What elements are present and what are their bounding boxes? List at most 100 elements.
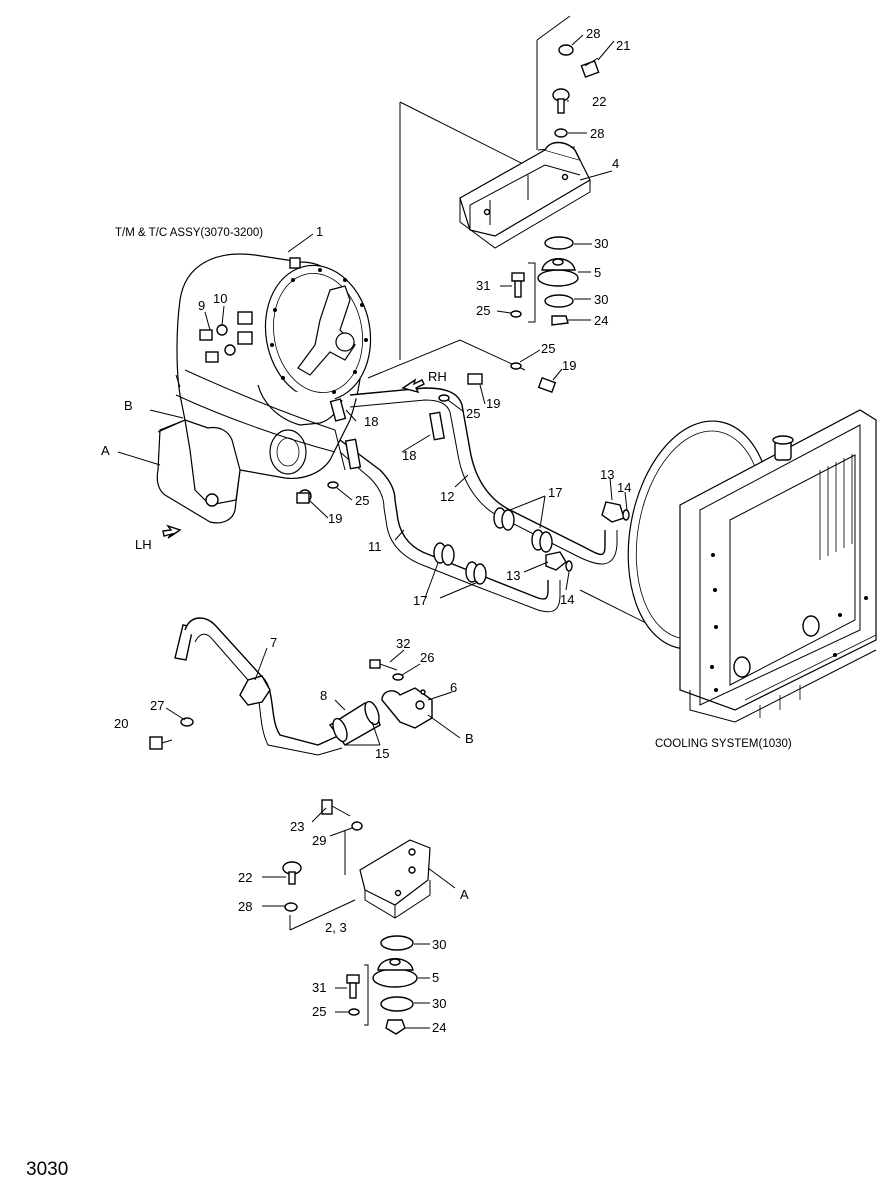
callout-1: 1 — [316, 224, 323, 239]
title-tm-tc-assy: T/M & T/C ASSY(3070-3200) — [115, 227, 263, 239]
leader-lines — [117, 34, 628, 1029]
callout-17: 17 — [548, 485, 562, 500]
direction-lh: LH — [135, 537, 152, 552]
pad-30-icon — [380, 996, 414, 1012]
bolt-31-icon — [511, 272, 525, 298]
callout-10: 10 — [213, 291, 227, 306]
washer-28-icon — [554, 128, 568, 138]
view-label-b-lower: B — [465, 731, 474, 746]
callout-22: 22 — [238, 870, 252, 885]
pad-30-icon — [380, 935, 414, 951]
upper-mount-group — [459, 15, 600, 326]
bolt-19-icon — [296, 492, 310, 504]
bracket-2-3-icon — [359, 839, 431, 919]
callout-30: 30 — [432, 937, 446, 952]
view-label-a-lower: A — [460, 887, 469, 902]
callout-2-3: 2, 3 — [325, 920, 347, 935]
callout-19: 19 — [328, 511, 342, 526]
callout-15: 15 — [375, 746, 389, 761]
view-label-b-top: B — [124, 398, 133, 413]
callout-5: 5 — [594, 265, 601, 280]
washer-27-icon — [180, 717, 194, 727]
callout-28: 28 — [586, 26, 600, 41]
callout-28: 28 — [590, 126, 604, 141]
callout-25: 25 — [541, 341, 555, 356]
transmission-assembly — [156, 253, 372, 524]
callout-11: 11 — [368, 539, 382, 554]
callout-18: 18 — [402, 448, 416, 463]
leader-transmission-bracket — [367, 101, 546, 379]
rivet-22-icon — [552, 88, 570, 114]
view-label-a-top: A — [101, 443, 110, 458]
callout-32: 32 — [396, 636, 410, 651]
callout-25: 25 — [476, 303, 490, 318]
washer-28-icon — [558, 44, 574, 56]
callout-17: 17 — [413, 593, 427, 608]
flange-6-icon — [381, 687, 433, 729]
rh-arrow — [401, 378, 425, 394]
callout-19: 19 — [562, 358, 576, 373]
callout-27: 27 — [150, 698, 164, 713]
callout-23: 23 — [290, 819, 304, 834]
callout-24: 24 — [432, 1020, 446, 1035]
callout-30: 30 — [594, 236, 608, 251]
callout-25: 25 — [312, 1004, 326, 1019]
callout-31: 31 — [312, 980, 326, 995]
mount-5-icon — [372, 958, 418, 988]
callout-8: 8 — [320, 688, 327, 703]
callout-29: 29 — [312, 833, 326, 848]
grommet-17-icon — [433, 507, 553, 585]
washer-25-icon — [348, 1008, 360, 1016]
bolt-19-icon — [467, 373, 483, 385]
nut-24-icon — [385, 1019, 406, 1035]
washer-25-icon — [327, 481, 339, 489]
lh-arrow — [162, 524, 182, 539]
callout-25: 25 — [355, 493, 369, 508]
bolt-32-icon — [369, 659, 398, 671]
pad-30-icon — [544, 294, 574, 308]
callout-13: 13 — [600, 467, 614, 482]
o-ring-14-icon — [622, 509, 630, 521]
page-number: 3030 — [26, 1159, 68, 1180]
washer-26-icon — [392, 673, 404, 681]
callout-14: 14 — [617, 480, 631, 495]
bolt-31-icon — [346, 974, 360, 999]
direction-rh: RH — [428, 369, 447, 384]
o-ring-14-icon — [565, 560, 573, 572]
callout-28: 28 — [238, 899, 252, 914]
washer-28-icon — [284, 902, 298, 912]
callout-20: 20 — [114, 716, 128, 731]
bolt-23-icon — [321, 799, 351, 817]
washer-25-icon — [438, 394, 450, 402]
hose-clamp-15-icon — [332, 700, 380, 743]
washer-29-icon — [351, 821, 363, 831]
washer-25-icon — [510, 310, 522, 318]
bolt-19-icon — [537, 377, 557, 393]
callout-22: 22 — [592, 94, 606, 109]
pipe-group — [296, 362, 721, 641]
nut-24-icon — [551, 315, 569, 326]
elbow-13-icon — [601, 501, 625, 523]
bracket-4-icon — [459, 141, 591, 249]
callout-9: 9 — [198, 298, 205, 313]
cooling-system-radiator — [627, 409, 877, 723]
callout-25: 25 — [466, 406, 480, 421]
callout-7: 7 — [270, 635, 277, 650]
callout-19: 19 — [486, 396, 500, 411]
callout-18: 18 — [364, 414, 378, 429]
pipe-7-group — [149, 617, 433, 756]
callout-13: 13 — [506, 568, 520, 583]
mount-5-icon — [537, 258, 579, 287]
callout-30: 30 — [594, 292, 608, 307]
callout-26: 26 — [420, 650, 434, 665]
callout-21: 21 — [616, 38, 630, 53]
callout-14: 14 — [560, 592, 574, 607]
lower-mount-group — [282, 799, 431, 1035]
callout-6: 6 — [450, 680, 457, 695]
washer-25-icon — [510, 362, 522, 370]
callout-24: 24 — [594, 313, 608, 328]
callout-30: 30 — [432, 996, 446, 1011]
pad-30-icon — [544, 236, 574, 250]
title-cooling-system: COOLING SYSTEM(1030) — [655, 738, 792, 750]
